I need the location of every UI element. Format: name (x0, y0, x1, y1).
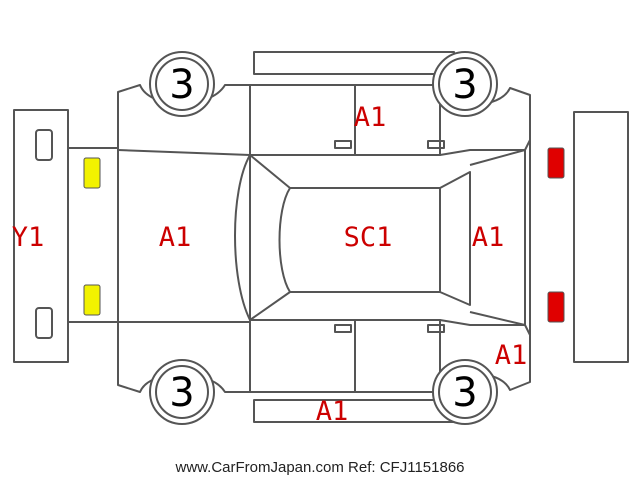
rear-lamp-bottom (83, 284, 101, 316)
tire-bottom-left: 3 (149, 359, 215, 425)
rear-bumper (13, 109, 69, 363)
tire-top-left-grade: 3 (169, 62, 194, 108)
label-front-section: A1 (472, 222, 505, 253)
label-rear-section: A1 (159, 222, 192, 253)
rear-lamp-top (83, 157, 101, 189)
car-body-outline (68, 139, 531, 336)
tire-top-right: 3 (432, 51, 498, 117)
tire-bottom-left-grade: 3 (169, 370, 194, 416)
watermark-text: www.CarFromJapan.com Ref: CFJ1151866 (175, 459, 465, 476)
front-lamp-top (547, 147, 565, 179)
label-roof: SC1 (344, 222, 393, 253)
tire-top-left: 3 (149, 51, 215, 117)
tire-top-right-grade: 3 (452, 62, 477, 108)
label-right-doors: A1 (354, 102, 387, 133)
front-bumper (573, 111, 629, 363)
tire-bottom-right: 3 (432, 359, 498, 425)
front-lamp-bottom (547, 291, 565, 323)
tire-bottom-right-grade: 3 (452, 370, 477, 416)
label-rear-bumper: Y1 (12, 222, 45, 253)
label-left-rocker: A1 (316, 396, 349, 427)
label-front-fender: A1 (495, 340, 528, 371)
